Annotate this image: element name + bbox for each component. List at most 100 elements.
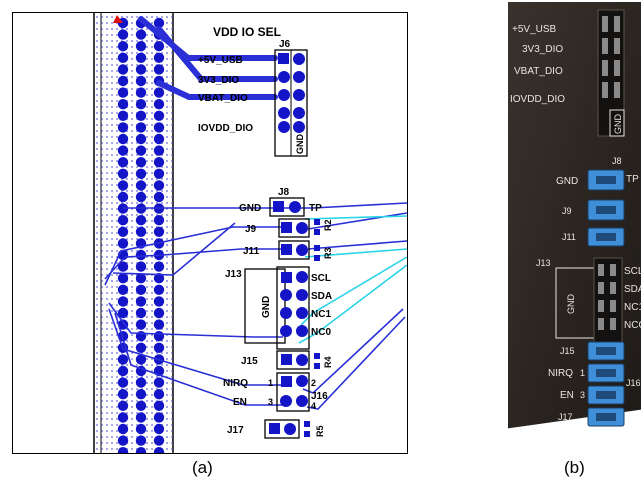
header-pin-pad <box>153 99 165 110</box>
header-pin-pad <box>135 29 147 40</box>
header-pin-pad <box>117 400 129 411</box>
trace-j16-out1 <box>302 308 404 394</box>
header-pin-pad <box>135 75 147 87</box>
j6-pins-photo <box>602 16 620 98</box>
j6-gnd-box-photo <box>609 109 625 137</box>
header-pin-pad <box>117 261 129 272</box>
j11-jumper-slot <box>596 233 616 241</box>
trace-j16-out2 <box>306 316 406 410</box>
label-3v3-dio: 3V3_DIO <box>198 75 239 86</box>
header-pin-pad <box>135 249 147 261</box>
label-sda: SDA <box>311 291 332 302</box>
header-pin-pad <box>117 133 129 145</box>
trace-r2-out <box>307 212 407 230</box>
signal-traces-blue <box>104 202 407 410</box>
header-pin-pad <box>117 99 129 110</box>
header-pin-pad <box>117 238 129 249</box>
label-r3: R3 <box>323 247 333 259</box>
label-pin3: 3 <box>268 397 273 407</box>
label-j9: J9 <box>245 224 257 235</box>
header-pin-pad <box>135 261 147 272</box>
j16-pad-3 <box>280 395 292 407</box>
header-pin-pad <box>117 307 129 319</box>
photo-label-pin3: 3 <box>580 390 585 400</box>
j16-outline <box>276 372 310 412</box>
header-pin-pad <box>117 273 129 284</box>
label-5v-usb: +5V_USB <box>198 55 243 66</box>
board-photo-svg: GND +5V_USB 3V3_DIO VBAT_DIO IOVDD_DIO J… <box>508 2 641 440</box>
header-pin-pad <box>135 412 147 423</box>
header-pin-pad <box>117 423 129 435</box>
trace-cyan-1 <box>304 215 407 220</box>
header-pin-pad <box>153 157 165 168</box>
header-pin-pad <box>117 354 129 365</box>
photo-label-en: EN <box>560 390 574 401</box>
pcb-layout-svg: VDD IO SEL J6 +5V_USB 3V3_DIO VBAT_DIO I… <box>93 13 407 453</box>
header-pin-pad <box>117 226 129 237</box>
header-pin-pad <box>153 145 165 156</box>
header-pin-pad <box>153 319 165 330</box>
header-pin-pad <box>117 157 129 168</box>
photo-label-j11: J11 <box>562 232 576 242</box>
j15-pad-1 <box>281 354 292 365</box>
header-pin-pad <box>135 342 147 353</box>
photo-label-nc1: NC1 <box>624 302 641 313</box>
r5-resistor <box>304 421 310 437</box>
header-pin-pad <box>153 226 165 237</box>
trace-tp <box>123 202 407 209</box>
header-pin-pad <box>117 296 129 307</box>
j9-pad-1 <box>281 222 292 233</box>
header-pin-pad <box>135 423 147 435</box>
trace-5v-usb <box>138 16 278 61</box>
j6-pad-iovdd <box>278 121 290 133</box>
label-iovdd-dio: IOVDD_DIO <box>198 123 253 134</box>
j15-pad-2 <box>296 354 308 366</box>
header-pin-pad <box>135 307 147 319</box>
trace-en <box>114 312 283 406</box>
photo-label-3v3-dio: 3V3_DIO <box>522 44 563 55</box>
trace-vbat-dio <box>156 80 278 100</box>
header-pin-pad <box>117 215 129 226</box>
j9-outline <box>278 218 310 238</box>
trace-scl-route <box>112 222 236 276</box>
header-pin-pad <box>117 87 129 98</box>
header-pin-pad <box>117 319 129 330</box>
label-pin2: 2 <box>311 378 316 388</box>
header-pin-pad <box>117 168 129 179</box>
header-pin-pad <box>117 29 129 40</box>
header-pin-pad <box>135 191 147 203</box>
trace-j11 <box>104 248 283 280</box>
header-pin-pad <box>117 64 129 75</box>
label-j8: J8 <box>278 187 290 198</box>
header-pin-pad <box>153 435 165 446</box>
label-pin4: 4 <box>311 401 316 411</box>
header-pin-pad <box>153 296 165 307</box>
header-pin-pad <box>117 75 129 87</box>
j6-pad-iovdd-2 <box>293 121 305 133</box>
j6-pads <box>278 53 305 119</box>
j16-pad-4 <box>296 395 308 407</box>
photo-label-vbat-dio: VBAT_DIO <box>514 66 563 77</box>
header-pin-pad <box>135 110 147 122</box>
header-pin-pad <box>135 389 147 400</box>
j17-pad-1 <box>269 423 280 434</box>
photo-label-j6-gnd: GND <box>613 114 623 135</box>
header-pin-pad <box>135 447 147 453</box>
j8-jumper-slot <box>596 176 616 184</box>
header-pin-pad <box>153 307 165 319</box>
label-vbat-dio: VBAT_DIO <box>198 93 248 104</box>
photo-label-nc0: NCO <box>624 320 641 331</box>
header-pin-pad <box>117 145 129 156</box>
header-pin-pad <box>135 52 147 63</box>
photo-label-iovdd-dio: IOVDD_DIO <box>510 94 565 105</box>
header-pin-pad <box>117 389 129 400</box>
trace-nirq <box>108 308 283 386</box>
header-pin-pad <box>135 168 147 179</box>
header-pin-pad <box>153 423 165 435</box>
j16-jumper-a-slot <box>596 369 616 377</box>
photo-label-j16: J16 <box>626 378 641 388</box>
r4-resistor <box>314 353 320 369</box>
label-nirq: NIRQ <box>223 378 248 389</box>
photo-label-tp: TP <box>626 174 639 185</box>
header-pin-pad <box>135 296 147 307</box>
